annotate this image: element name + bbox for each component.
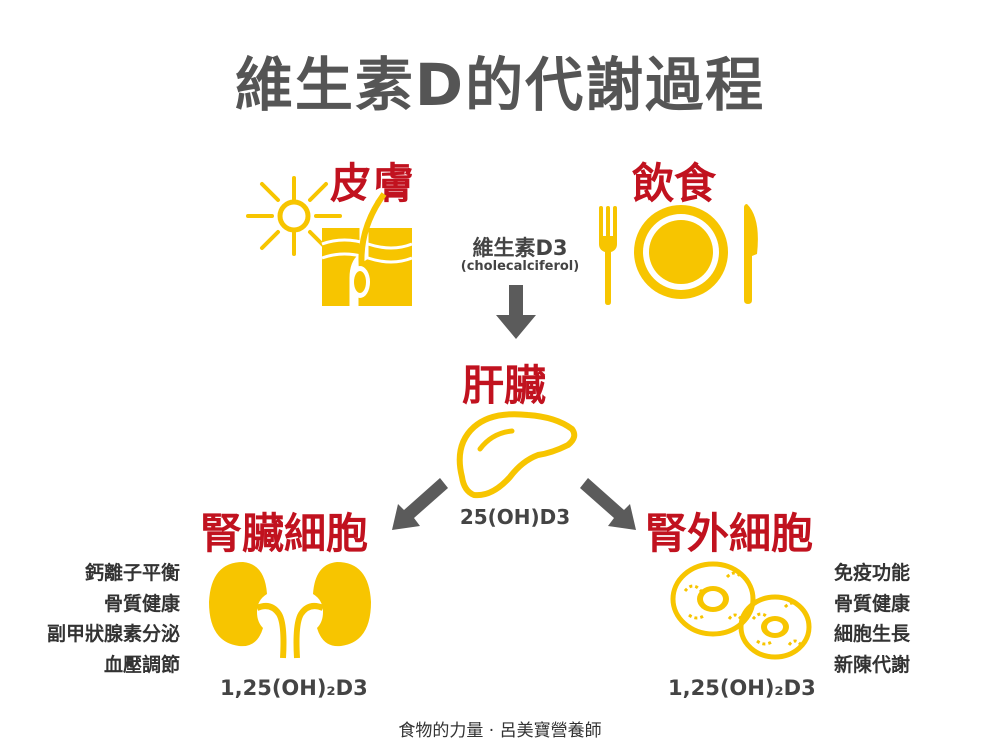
liver-label: 肝臟 <box>462 361 547 410</box>
page-title: 維生素D的代謝過程 <box>234 51 766 119</box>
kidney-function-item: 鈣離子平衡 <box>84 562 180 584</box>
extrarenal-function-item: 細胞生長 <box>834 623 911 645</box>
down-arrow-icon <box>496 285 536 339</box>
extrarenal-label: 腎外細胞 <box>645 509 814 558</box>
meal-illustration <box>599 204 758 305</box>
cell-icon <box>670 561 812 660</box>
kidney-function-item: 副甲狀腺素分泌 <box>46 623 180 645</box>
extrarenal-function-item: 新陳代謝 <box>834 653 911 676</box>
diet-label: 飲食 <box>632 159 717 208</box>
knife-icon <box>744 204 758 304</box>
liver-product: 25(OH)D3 <box>459 505 571 529</box>
extrarenal-product: 1,25(OH)₂D3 <box>668 676 816 700</box>
skin-hair-icon <box>321 187 413 306</box>
arrow-to-kidney-icon <box>392 478 448 530</box>
extrarenal-functions: 免疫功能 骨質健康 細胞生長 新陳代謝 <box>834 558 974 680</box>
d3-name: 維生素D3 <box>472 236 568 260</box>
d3-scientific: (cholecalciferol) <box>460 259 580 274</box>
arrow-to-extrarenal-icon <box>580 478 636 530</box>
kidney-function-item: 血壓調節 <box>103 653 180 676</box>
kidney-label: 腎臟細胞 <box>200 509 369 558</box>
kidney-product: 1,25(OH)₂D3 <box>220 676 368 700</box>
fork-icon <box>599 206 617 305</box>
extrarenal-function-item: 免疫功能 <box>834 562 911 584</box>
extrarenal-function-item: 骨質健康 <box>834 592 911 615</box>
liver-icon <box>456 411 578 499</box>
kidney-functions: 鈣離子平衡 骨質健康 副甲狀腺素分泌 血壓調節 <box>40 558 180 680</box>
sun-icon <box>246 176 342 256</box>
plate-icon <box>634 205 728 299</box>
footer-credit: 食物的力量 · 呂美寶營養師 <box>398 721 602 741</box>
kidney-function-item: 骨質健康 <box>103 592 180 615</box>
skin-sun-illustration <box>246 176 413 306</box>
kidney-icon <box>209 562 371 659</box>
